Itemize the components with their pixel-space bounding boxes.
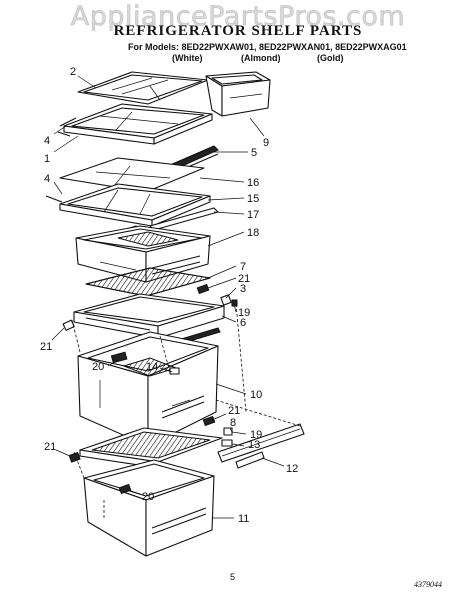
assembly-lines [71,303,301,479]
callout-4-top: 4 [44,135,50,147]
callout-5: 5 [251,147,257,159]
callout-16: 16 [247,177,259,189]
model-list: For Models: 8ED22PWXAW01, 8ED22PWXAN01, … [128,42,407,52]
callout-7: 7 [240,261,246,273]
document-code: 4379044 [414,580,442,589]
callout-3: 3 [240,283,246,295]
variant-white: (White) [172,53,203,63]
callout-20-upper: 20 [92,361,104,373]
part-shelf-frame-middle [45,183,211,227]
callout-11: 11 [238,513,249,525]
callout-8: 8 [230,417,236,429]
part-glass-shelf-top [77,71,209,105]
callout-18: 18 [247,227,259,239]
callout-21-upper: 21 [238,273,250,285]
part-nameplate [217,423,305,469]
callout-labels: 2 9 4 1 5 4 16 15 17 18 7 21 3 19 6 21 2… [40,66,298,525]
watermark: AppliancePartsPros.com [70,1,406,32]
callout-10: 10 [250,389,262,401]
part-shelf-frame-top [57,103,213,145]
callout-21-right: 21 [228,405,240,417]
part-bottom-drawer [83,459,215,557]
variant-gold: (Gold) [317,53,344,63]
leader-lines [51,75,285,519]
callout-2: 2 [70,66,76,78]
page-number: 5 [230,572,236,582]
callout-12: 12 [286,463,298,475]
callout-19-lower: 19 [250,429,262,441]
callout-17: 17 [247,209,259,221]
part-clips-upper [62,283,238,331]
part-crisper-drawer [77,331,219,447]
part-door-bin [205,71,271,117]
callout-21-left: 21 [40,341,52,353]
part-wire-grid [85,267,211,297]
model-prefix: For Models: [128,42,179,52]
callout-4-middle: 4 [44,173,50,185]
part-clips-lower [68,415,233,463]
variant-almond: (Almond) [241,53,281,63]
callout-6: 6 [240,317,246,329]
callout-15: 15 [247,193,259,205]
callout-21-lower-left: 21 [44,441,56,453]
part-crisper-cover [73,293,225,351]
diagram-title: REFRIGERATOR SHELF PARTS [113,23,363,39]
callout-1: 1 [44,153,50,165]
callout-14: 14 [146,361,158,373]
callout-19-upper: 19 [238,307,250,319]
callout-20-lower: 20 [142,491,154,503]
callout-9: 9 [263,137,269,149]
callout-13: 13 [248,439,260,451]
model-numbers: 8ED22PWXAW01, 8ED22PWXAN01, 8ED22PWXAG01 [181,42,407,52]
